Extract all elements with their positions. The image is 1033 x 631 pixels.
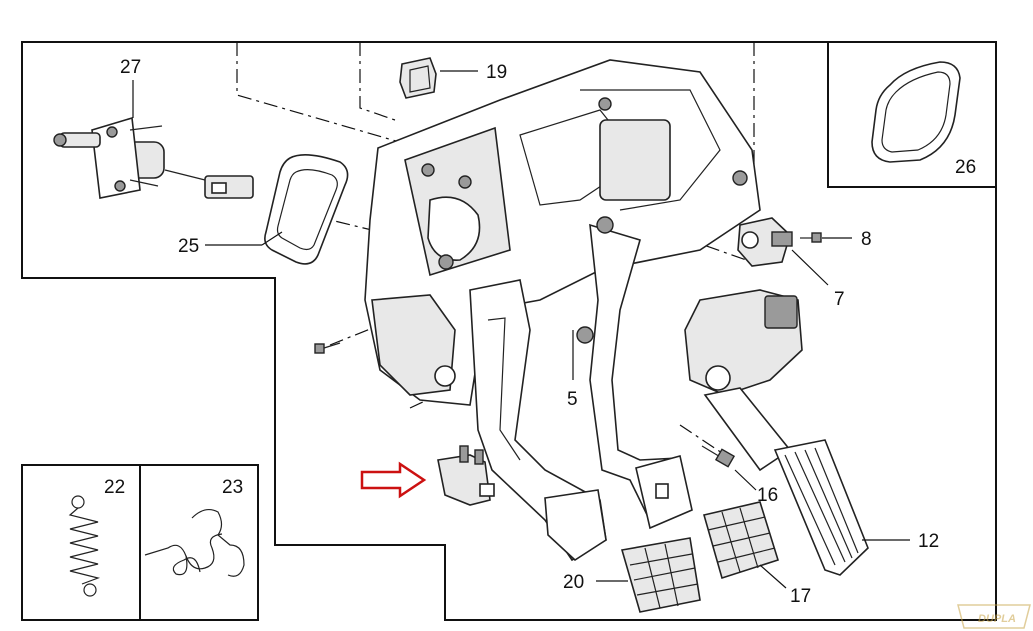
clutch-pedal-pad-part [620,537,701,613]
screw-part [800,232,822,243]
clutch-pedal-arm-part [469,279,607,562]
main-frame [21,41,997,621]
callout-27: 27 [120,57,141,78]
accelerator-pedal-part [684,289,869,576]
callout-5: 5 [567,389,578,410]
inset-frame-23 [139,464,259,621]
callout-25: 25 [178,236,199,257]
brake-pedal-arm-part [576,216,693,530]
highlight-arrow-icon [360,461,427,499]
bracket-screw-part [314,342,341,354]
highlighted-sensor-part [437,445,495,506]
callout-8: 8 [861,229,872,250]
watermark-text: DUPLA [978,613,1016,625]
watermark-logo: DUPLA [957,604,1031,629]
gasket-inset-part [871,61,961,163]
callout-19: 19 [486,62,507,83]
gasket-part [264,154,349,265]
callout-7: 7 [834,289,845,310]
callout-26: 26 [955,157,976,178]
pedal-box-bracket [364,59,761,406]
switch-part [737,217,793,267]
torsion-spring-part [144,508,245,577]
callout-12: 12 [918,531,939,552]
callout-17: 17 [790,586,811,607]
clip-part [399,57,437,99]
callout-22: 22 [104,477,125,498]
callout-20: 20 [563,572,584,593]
brake-pedal-pad-part [702,501,779,580]
callout-16: 16 [757,485,778,506]
leader-lines [132,70,910,589]
spring-part [68,495,101,597]
callout-23: 23 [222,477,243,498]
inset-frame-26 [827,41,997,188]
bolt-part [701,445,736,468]
clutch-master-cylinder-part [53,116,254,199]
